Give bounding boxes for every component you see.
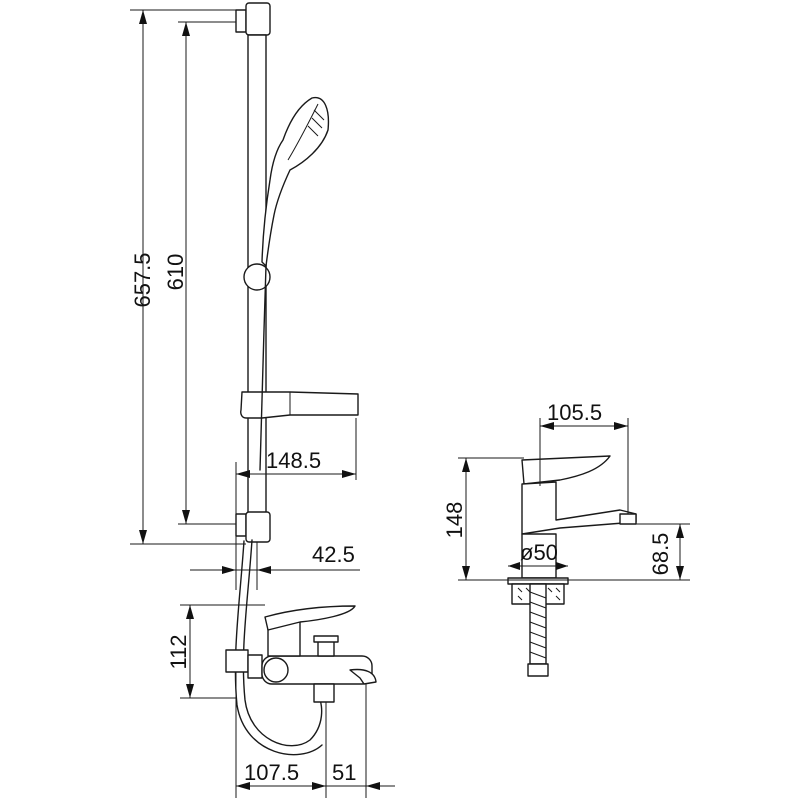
arrow-610-top bbox=[182, 22, 190, 36]
arrow-68-5-bottom bbox=[676, 566, 684, 580]
arrow-42-5-left bbox=[222, 566, 236, 574]
dim-rail-center: 610 bbox=[163, 254, 188, 291]
dim-rail-total: 657.5 bbox=[130, 252, 155, 307]
arrow-610-bottom bbox=[182, 510, 190, 524]
wall-nut bbox=[247, 654, 263, 679]
arrow-50-right bbox=[556, 562, 568, 570]
dim-soap-dish-depth: 148.5 bbox=[266, 448, 321, 473]
arrow-148-top bbox=[462, 458, 470, 472]
basin-column bbox=[521, 533, 557, 579]
basin-base bbox=[507, 577, 569, 585]
top-bracket bbox=[245, 2, 271, 36]
flexible-hose bbox=[529, 591, 547, 659]
handset-slider bbox=[243, 263, 271, 291]
shower-nozzles bbox=[307, 109, 325, 137]
arrow-51-right bbox=[366, 782, 380, 790]
dimension-lines: 657.5 610 148.5 42.5 112 bbox=[130, 9, 690, 798]
arrow-148-bottom bbox=[462, 566, 470, 580]
mixer-connector bbox=[263, 657, 289, 683]
diverter-cap bbox=[313, 635, 339, 643]
bottom-bracket bbox=[245, 511, 271, 543]
bath-mixer bbox=[225, 605, 377, 703]
dim-basin-height: 148 bbox=[442, 502, 467, 539]
arrow-112-top bbox=[186, 605, 194, 619]
basin-mixer bbox=[507, 455, 637, 677]
arrow-50-left bbox=[508, 562, 520, 570]
basin-body-spout bbox=[521, 481, 637, 535]
arrow-105-5-left bbox=[540, 422, 554, 430]
basin-aerator bbox=[619, 513, 637, 525]
threaded-shank bbox=[529, 583, 547, 665]
arrow-657-top bbox=[139, 10, 147, 24]
dim-bath-mixer-projection: 107.5 bbox=[244, 760, 299, 785]
arrow-107-5-right bbox=[312, 782, 326, 790]
arrow-42-5-right bbox=[257, 566, 271, 574]
dim-bracket-offset: 42.5 bbox=[312, 542, 355, 567]
hose-lower bbox=[242, 539, 323, 747]
hose-lower-outer bbox=[234, 540, 323, 756]
arrow-105-5-right bbox=[614, 422, 628, 430]
dim-basin-spout-height: 68.5 bbox=[648, 533, 673, 576]
hose-outlet bbox=[313, 683, 335, 703]
dim-bath-mixer-height: 112 bbox=[166, 634, 191, 669]
soap-dish bbox=[240, 391, 359, 419]
mixer-lever bbox=[264, 605, 356, 631]
basin-lever bbox=[521, 455, 611, 485]
hose-upper bbox=[259, 265, 267, 471]
nut-hatching bbox=[517, 587, 561, 601]
top-wall-plate bbox=[235, 9, 247, 33]
hand-shower bbox=[261, 96, 330, 267]
dim-basin-spout-reach: 105.5 bbox=[547, 400, 602, 425]
bottom-wall-plate bbox=[235, 513, 247, 537]
shower-rail-set bbox=[234, 2, 359, 756]
dim-bath-spout-offset: 51 bbox=[332, 760, 356, 785]
arrow-148-5-left bbox=[236, 470, 250, 478]
wall-eccentric bbox=[225, 649, 249, 673]
arrow-107-5-left bbox=[236, 782, 250, 790]
hose-end-fitting bbox=[527, 663, 549, 677]
arrow-657-bottom bbox=[139, 530, 147, 544]
bath-spout bbox=[349, 668, 377, 685]
arrow-112-bottom bbox=[186, 684, 194, 698]
shower-face-line bbox=[287, 103, 319, 161]
arrow-68-5-top bbox=[676, 524, 684, 538]
dim-basin-base-diameter: ø50 bbox=[520, 540, 558, 565]
arrow-148-5-right bbox=[342, 470, 356, 478]
